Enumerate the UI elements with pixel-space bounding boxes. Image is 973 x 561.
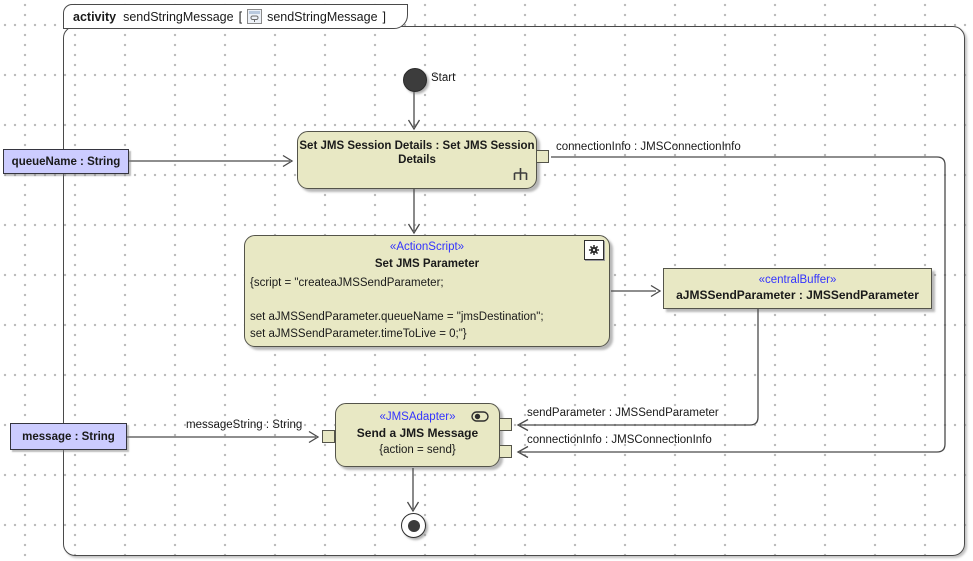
action-send-jms-message[interactable]: «JMSAdapter» Send a JMS Message {action … (335, 403, 500, 467)
frame-inner-name: sendStringMessage (267, 9, 378, 24)
input-pin-connectioninfo[interactable] (499, 445, 512, 458)
activity-frame (63, 26, 965, 556)
edge-queuename-to-set-session[interactable] (129, 154, 294, 168)
activity-parameter-message[interactable]: message : String (10, 423, 127, 450)
adapter-icon (471, 411, 489, 422)
activity-parameter-queuename[interactable]: queueName : String (3, 149, 129, 174)
script-gear-icon (584, 240, 604, 260)
edge-label-messagestring[interactable]: messageString : String (186, 419, 303, 431)
action-name: Send a JMS Message (356, 426, 479, 440)
activity-final-node[interactable] (401, 513, 426, 538)
frame-name: sendStringMessage (123, 9, 234, 24)
edge-message-to-send[interactable] (127, 430, 320, 444)
frame-bracket-close: ] (382, 9, 387, 24)
buffer-name: aJMSSendParameter : JMSSendParameter (676, 288, 919, 302)
edge-connectioninfo-long[interactable] (516, 156, 946, 459)
script-line: set aJMSSendParameter.timeToLive = 0;"} (250, 328, 467, 340)
final-node-dot (407, 519, 420, 532)
output-pin-connectioninfo[interactable] (536, 150, 549, 163)
frame-bracket-open: [ (238, 9, 243, 24)
stereotype-label: «centralBuffer» (758, 274, 837, 286)
activity-diagram-icon (247, 9, 263, 24)
script-line: {script = "createaJMSSendParameter; (250, 277, 444, 289)
edge-send-to-final[interactable] (406, 468, 420, 513)
central-buffer-ajmssendparameter[interactable]: «centralBuffer» aJMSSendParameter : JMSS… (663, 268, 932, 309)
frame-keyword: activity (73, 9, 117, 24)
edge-set-parameter-to-buffer[interactable] (611, 284, 662, 298)
action-constraint: {action = send} (379, 444, 456, 456)
action-set-jms-parameter[interactable]: «ActionScript» Set JMS Parameter {script… (244, 235, 610, 347)
initial-node[interactable] (403, 68, 427, 92)
action-name: Set JMS Session Details : Set JMS Sessio… (299, 140, 535, 166)
action-name: Set JMS Parameter (374, 258, 480, 270)
script-line: set aJMSSendParameter.queueName = "jmsDe… (250, 311, 544, 323)
edge-buffer-to-send[interactable] (516, 309, 759, 432)
rake-icon (513, 167, 528, 183)
initial-node-label[interactable]: Start (431, 72, 456, 84)
action-set-jms-session-details[interactable]: Set JMS Session Details : Set JMS Sessio… (297, 131, 537, 189)
stereotype-label: «JMSAdapter» (379, 411, 456, 423)
action-script-body: {script = "createaJMSSendParameter; set … (245, 273, 609, 343)
diagram-frame-tab[interactable]: activity sendStringMessage [ sendStringM… (63, 4, 408, 29)
input-pin-sendparameter[interactable] (499, 418, 512, 431)
edge-set-session-to-set-parameter[interactable] (407, 189, 421, 235)
stereotype-label: «ActionScript» (389, 241, 465, 253)
edge-label-connectioninfo-bottom[interactable]: connectionInfo : JMSConnectionInfo (527, 434, 712, 446)
edge-label-connectioninfo-top[interactable]: connectionInfo : JMSConnectionInfo (556, 141, 741, 153)
edge-label-sendparameter[interactable]: sendParameter : JMSSendParameter (527, 407, 719, 419)
edge-start-to-set-session[interactable] (407, 90, 421, 131)
input-pin-messagestring[interactable] (322, 430, 335, 443)
